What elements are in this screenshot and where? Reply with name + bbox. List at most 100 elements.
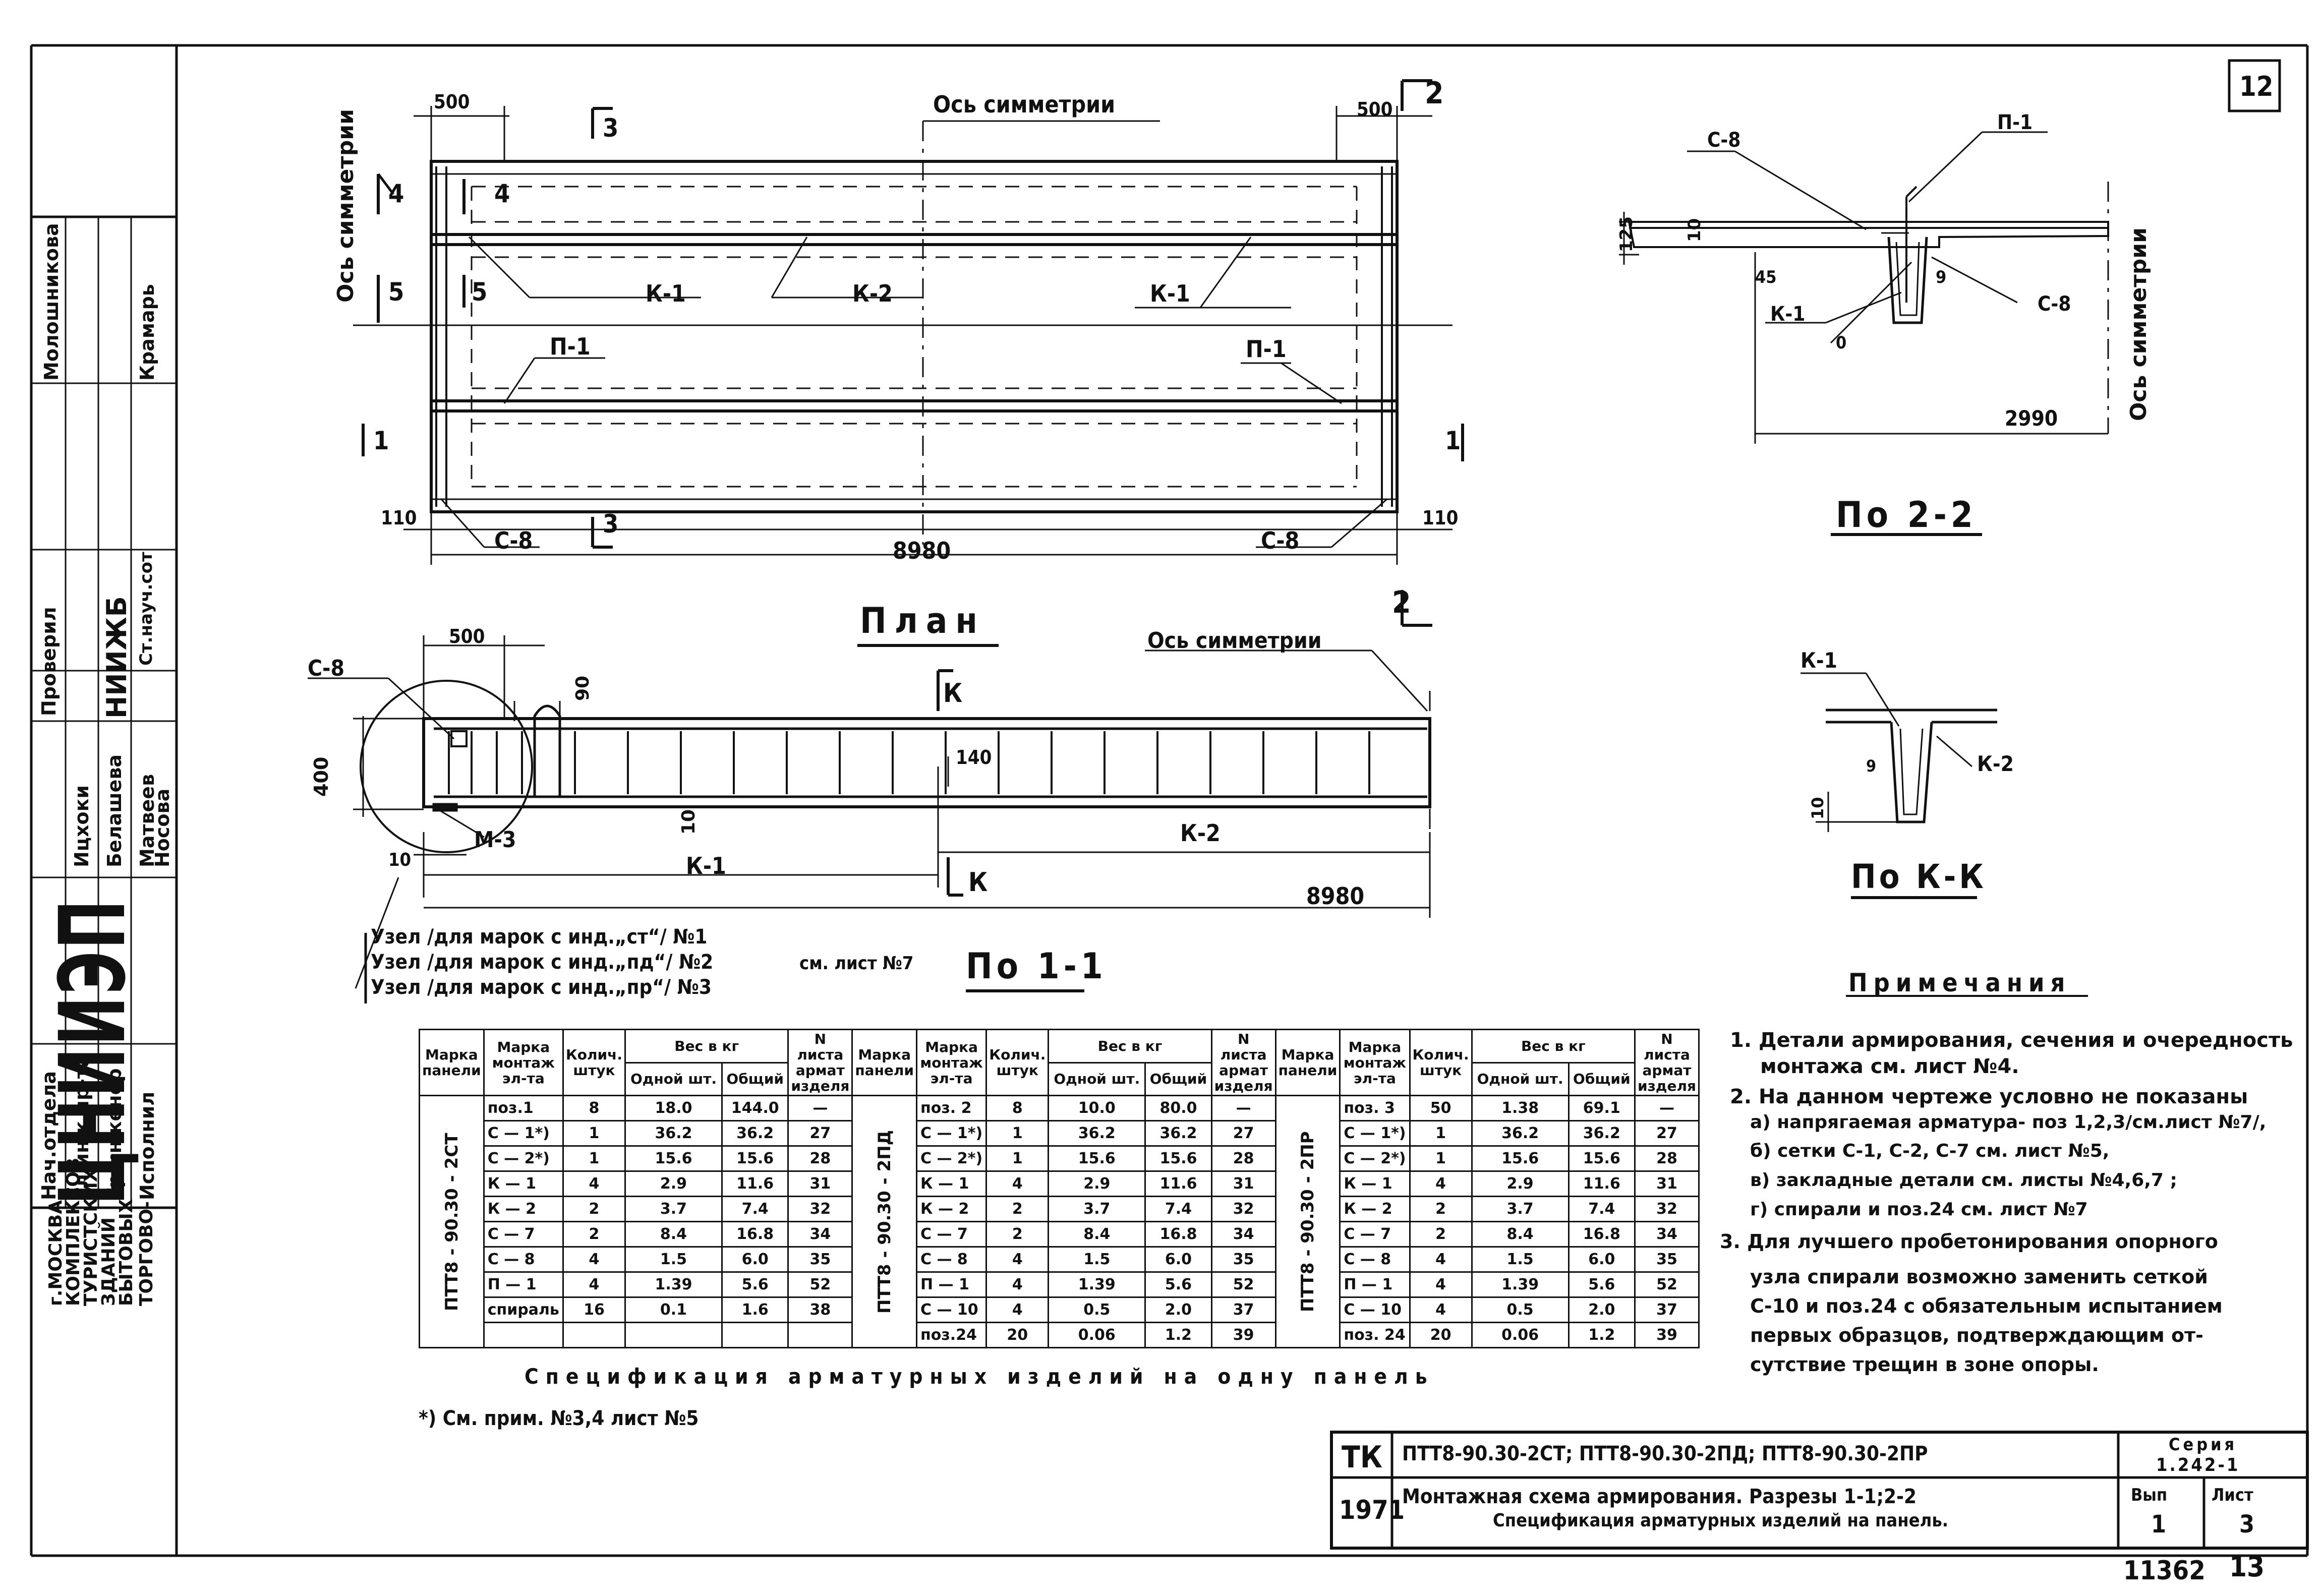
spec-cell: 7.4	[1567, 1196, 1636, 1222]
spec-cell: 18.0	[624, 1095, 723, 1121]
archive-number: 11362	[2123, 1556, 2205, 1586]
spec-cell: 39	[1634, 1322, 1700, 1348]
plan-section-4-left: 4	[388, 179, 404, 208]
spec-cell: 2	[985, 1221, 1050, 1248]
spec-cell: 36.2	[1567, 1120, 1636, 1147]
spec-cell: 1	[1409, 1145, 1473, 1172]
spec-cell: С — 7	[916, 1221, 988, 1248]
spec-cell: 1.38	[1471, 1095, 1570, 1121]
spec-header-mark-panel-3: Марка панели	[1274, 1029, 1341, 1096]
spec-cell: 8	[562, 1095, 626, 1121]
spec-cell: 15.6	[1048, 1145, 1146, 1172]
notes-title: Примечания	[1848, 968, 2071, 997]
spec-cell: 8.4	[1048, 1221, 1146, 1248]
spec-header-qty-2: Колич. штук	[985, 1029, 1050, 1096]
section-11-dim-140: 140	[956, 746, 992, 769]
spec-cell: 28	[787, 1145, 853, 1172]
plan-section-1-right: 1	[1445, 426, 1461, 455]
spec-cell: 27	[1210, 1120, 1276, 1147]
spec-cell: 2.0	[1144, 1296, 1212, 1323]
plan-section-3-bottom: 3	[603, 509, 619, 539]
section-22-label-p1: П-1	[1997, 111, 2033, 134]
plan-axis-label: Ось симметрии	[933, 91, 1116, 118]
spec-cell: поз. 24	[1339, 1322, 1411, 1348]
spec-cell: 36.2	[1048, 1120, 1146, 1147]
spec-cell: 36.2	[721, 1120, 789, 1147]
spec-cell: 1	[985, 1145, 1050, 1172]
plan-label-c8-right: С-8	[1261, 527, 1300, 554]
stamp-org-full-6: г.МОСКВА	[45, 1200, 66, 1306]
section-22-dim-0: 0	[1836, 333, 1847, 353]
section-22-dim-9: 9	[1936, 267, 1947, 287]
spec-cell: С — 8	[1339, 1246, 1411, 1273]
spec-cell: 15.6	[721, 1145, 789, 1172]
page-number: 13	[2229, 1551, 2265, 1583]
spec-cell: спираль	[483, 1296, 564, 1323]
section-11-label-k2: К-2	[1180, 819, 1221, 847]
spec-cell: 1	[562, 1120, 626, 1147]
tb-title-2: Спецификация арматурных изделий на панел…	[1493, 1510, 1949, 1531]
tb-sheet: 3	[2239, 1510, 2255, 1539]
section-22-label-k1: К-1	[1770, 303, 1806, 326]
spec-cell: 32	[1634, 1196, 1700, 1222]
spec-cell: 10.0	[1048, 1095, 1146, 1121]
plan-label-k1-left: К-1	[646, 280, 686, 307]
spec-header-weight-3: Вес в кг	[1471, 1029, 1636, 1063]
spec-cell: 1.5	[1471, 1246, 1570, 1273]
plan-dim-500-right: 500	[1357, 98, 1393, 121]
spec-cell: 2.9	[1471, 1170, 1570, 1197]
spec-cell: 38	[787, 1296, 853, 1323]
spec-cell: 16.8	[1567, 1221, 1636, 1248]
spec-cell: 36.2	[1144, 1120, 1212, 1147]
tb-code: ТК	[1342, 1440, 1382, 1475]
section-11-dim-10-b: 10	[388, 850, 412, 870]
spec-cell: 16.8	[721, 1221, 789, 1248]
spec-cell: 34	[1634, 1221, 1700, 1248]
plan-section-4-right: 4	[494, 179, 510, 208]
spec-cell: поз.24	[916, 1322, 988, 1348]
stamp-name-2: Белашева	[103, 754, 126, 867]
spec-cell: С — 10	[1339, 1296, 1411, 1323]
spec-cell: 1.5	[624, 1246, 723, 1273]
spec-cell: 20	[1409, 1322, 1473, 1348]
spec-cell: 35	[787, 1246, 853, 1273]
spec-cell: 1.5	[1048, 1246, 1146, 1273]
spec-cell: поз.1	[483, 1095, 564, 1121]
section-11-dim-500: 500	[449, 625, 485, 647]
spec-cell: 7.4	[1144, 1196, 1212, 1222]
spec-panel-mark: ПТТ8 - 90.30 - 2ПД	[852, 1095, 917, 1348]
tb-series-label: Серия	[2169, 1435, 2238, 1455]
spec-cell: 15.6	[1567, 1145, 1636, 1172]
spec-header-mark-elem-2: Марка монтаж эл-та	[916, 1029, 988, 1096]
spec-header-mark-elem: Марка монтаж эл-та	[483, 1029, 564, 1096]
spec-header-weight-2: Вес в кг	[1048, 1029, 1212, 1063]
spec-cell: С — 8	[483, 1246, 564, 1273]
spec-cell: 4	[1409, 1296, 1473, 1323]
spec-cell	[624, 1322, 723, 1348]
spec-cell: 39	[1210, 1322, 1276, 1348]
spec-cell: К — 1	[916, 1170, 988, 1197]
spec-cell: 4	[985, 1246, 1050, 1273]
spec-cell: 6.0	[1567, 1246, 1636, 1273]
spec-header-mark-elem-3: Марка монтаж эл-та	[1339, 1029, 1411, 1096]
section-22-label-c8-top: С-8	[1707, 129, 1741, 152]
section-22-dim-10: 10	[1685, 218, 1705, 242]
spec-header-row: Марка панели Марка монтаж эл-та Колич. ш…	[419, 1029, 1700, 1096]
spec-cell: 2	[985, 1196, 1050, 1222]
spec-cell: 2.9	[1048, 1170, 1146, 1197]
note-line-3: 2. На данном чертеже условно не показаны	[1730, 1085, 2248, 1108]
spec-cell: 31	[1210, 1170, 1276, 1197]
spec-cell: 8.4	[624, 1221, 723, 1248]
spec-cell: К — 1	[1339, 1170, 1411, 1197]
section-22-dim-2990: 2990	[2005, 406, 2058, 431]
spec-cell: 6.0	[721, 1246, 789, 1273]
spec-cell: 2	[1409, 1196, 1473, 1222]
plan-section-2-bottom: 2	[1392, 585, 1411, 620]
plan-label-p1-left: П-1	[550, 333, 591, 360]
